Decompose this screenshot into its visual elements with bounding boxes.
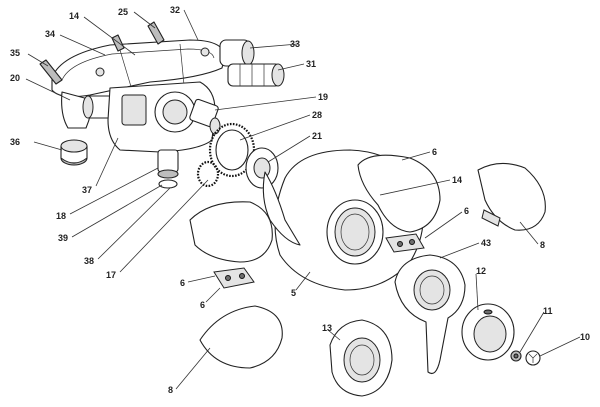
callout-11: 11 [543, 306, 553, 316]
callout-6-left: 6 [180, 278, 185, 288]
cover-6-upper [357, 154, 441, 233]
callout-28: 28 [312, 110, 322, 120]
callout-35: 35 [10, 48, 20, 58]
callout-20: 20 [10, 73, 20, 83]
cover-6-left [189, 201, 273, 263]
hot-inlet-fitting-33 [219, 39, 255, 67]
clip-6-lower-left [213, 267, 255, 289]
callout-39: 39 [58, 233, 68, 243]
mounting-screw-25 [111, 21, 165, 52]
callout-33: 33 [290, 39, 300, 49]
handle-13 [329, 319, 393, 397]
outlet-fitting-31 [227, 63, 285, 87]
cold-inlet-elbow-20 [61, 91, 115, 129]
spindle-adapter-21 [245, 147, 279, 189]
callout-21: 21 [312, 131, 322, 141]
callout-38: 38 [84, 256, 94, 266]
valve-body [107, 81, 216, 153]
callout-5: 5 [291, 288, 296, 298]
screw-11 [510, 350, 522, 362]
callout-19: 19 [318, 92, 328, 102]
callout-8-upper: 8 [540, 240, 545, 250]
nut-36 [60, 139, 88, 166]
back-gasket [262, 171, 301, 246]
callout-6-right: 6 [464, 206, 469, 216]
callout-34: 34 [45, 29, 55, 39]
callout-31: 31 [306, 59, 316, 69]
knob-12 [461, 303, 515, 361]
callout-43: 43 [481, 238, 491, 248]
cover-8-upper [477, 162, 546, 231]
callout-12: 12 [476, 266, 486, 276]
callout-10: 10 [580, 332, 590, 342]
callout-6-lower: 6 [200, 300, 205, 310]
leader-lines [25, 9, 581, 390]
callout-18: 18 [56, 211, 66, 221]
callout-13: 13 [322, 323, 332, 333]
callout-14-upper: 14 [69, 11, 79, 21]
callout-8-lower: 8 [168, 385, 173, 395]
callout-labels: 14 25 32 34 35 33 31 20 19 28 21 36 37 1… [10, 5, 590, 395]
callout-37: 37 [82, 185, 92, 195]
cap-10 [525, 350, 541, 366]
mounting-screw-35 [39, 59, 63, 85]
callout-6-upper: 6 [432, 147, 437, 157]
small-gear-17 [196, 160, 220, 188]
callout-32: 32 [170, 5, 180, 15]
callout-14-middle: 14 [452, 175, 462, 185]
callout-36: 36 [10, 137, 20, 147]
lever-handle-43 [394, 254, 466, 375]
stop-stem-37-18-39 [157, 149, 179, 189]
cover-8-lower [199, 305, 283, 369]
callout-17: 17 [106, 270, 116, 280]
callout-25: 25 [118, 7, 128, 17]
clip-6-right [385, 233, 425, 253]
